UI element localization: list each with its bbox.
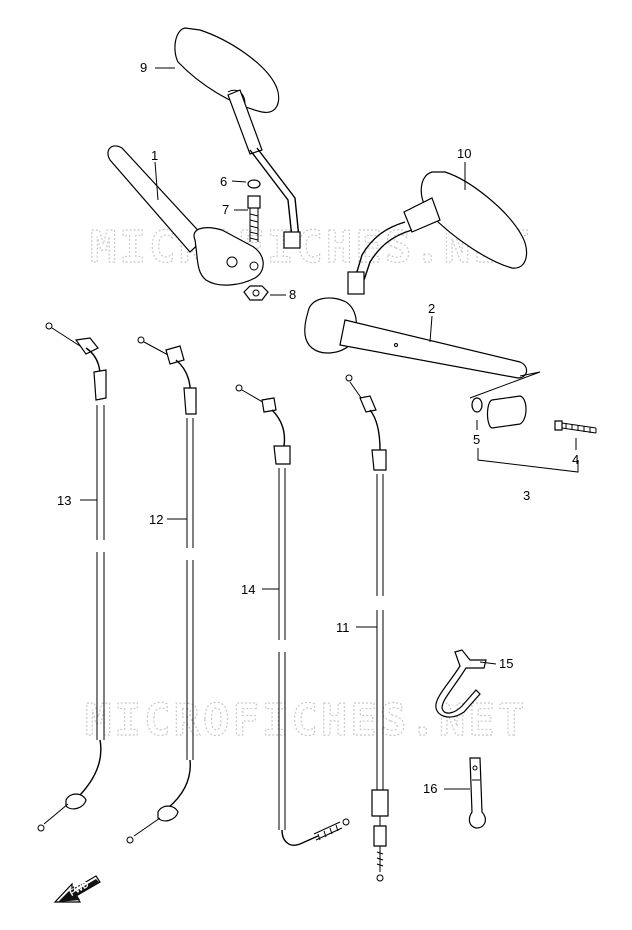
callout-15: 15 xyxy=(499,656,513,671)
watermark-bottom: MICROFICHES.NET xyxy=(85,695,527,746)
callout-4: 4 xyxy=(572,452,579,467)
callout-8: 8 xyxy=(289,287,296,302)
left-mirror xyxy=(174,27,301,249)
bolt-washer-nut xyxy=(243,179,269,301)
cable-12 xyxy=(126,336,197,844)
leader-lines xyxy=(80,67,577,790)
callout-16: 16 xyxy=(423,781,437,796)
callout-2: 2 xyxy=(428,301,435,316)
fwd-arrow-badge: FWD xyxy=(53,875,101,903)
callout-10: 10 xyxy=(457,146,471,161)
right-handlebar xyxy=(304,297,528,379)
callout-12: 12 xyxy=(149,512,163,527)
callout-13: 13 xyxy=(57,493,71,508)
right-mirror xyxy=(347,171,528,295)
callout-14: 14 xyxy=(241,582,255,597)
cable-13 xyxy=(37,322,107,832)
callout-11: 11 xyxy=(336,620,350,635)
callout-1: 1 xyxy=(151,148,158,163)
callout-3: 3 xyxy=(523,488,530,503)
leader-bracket-3 xyxy=(477,448,579,473)
callout-9: 9 xyxy=(140,60,147,75)
cable-11 xyxy=(345,374,389,882)
callout-6: 6 xyxy=(220,174,227,189)
cable-clip-15 xyxy=(435,649,487,718)
bar-end-weight xyxy=(471,395,597,434)
left-handlebar xyxy=(107,145,264,286)
callout-labels: 9 1 6 7 8 10 2 5 4 3 13 12 14 11 15 16 xyxy=(57,60,579,796)
callout-7: 7 xyxy=(222,202,229,217)
cable-14 xyxy=(235,384,350,846)
bracket-16 xyxy=(468,757,486,829)
callout-5: 5 xyxy=(473,432,480,447)
